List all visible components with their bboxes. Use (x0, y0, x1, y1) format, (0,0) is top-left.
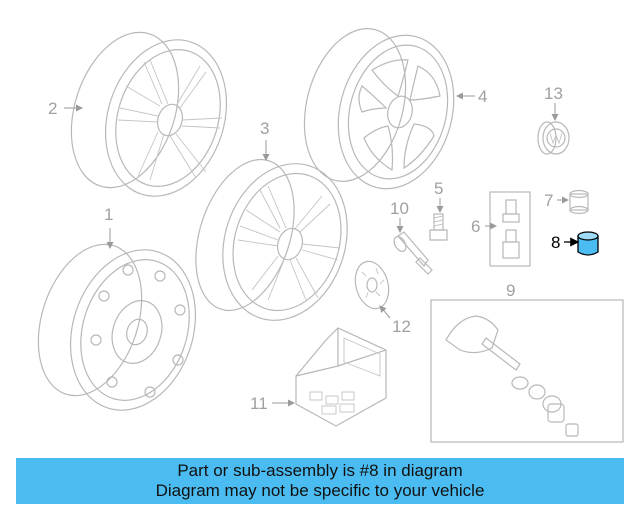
parts-diagram: 1 2 3 4 5 6 7 8 9 10 11 12 13 (37, 28, 624, 443)
callout-8: 8 (551, 233, 560, 252)
leader-lines (64, 92, 580, 407)
alloy-wheel-2 (70, 31, 228, 197)
caption-banner: Part or sub-assembly is #8 in diagram Di… (16, 458, 624, 504)
lug-bolt-5 (429, 213, 448, 241)
callout-13: 13 (544, 84, 563, 103)
callout-6: 6 (471, 217, 480, 236)
bolt-cap-7 (569, 189, 589, 215)
alloy-wheel-3 (195, 158, 348, 321)
steel-wheel-1 (37, 243, 197, 411)
tool-kit-case-11 (295, 327, 387, 427)
callout-5: 5 (434, 179, 443, 198)
callout-10: 10 (390, 199, 409, 218)
cap-8-highlighted[interactable] (577, 231, 599, 256)
caption-line-1: Part or sub-assembly is #8 in diagram (177, 461, 463, 480)
alloy-wheel-4 (303, 28, 455, 190)
valve-stem-10 (393, 231, 433, 275)
callout-12: 12 (392, 317, 411, 336)
callout-4: 4 (478, 87, 487, 106)
callout-1: 1 (104, 205, 113, 224)
callout-9: 9 (506, 281, 515, 300)
callout-7: 7 (544, 191, 553, 210)
caption-line-2: Diagram may not be specific to your vehi… (155, 481, 485, 500)
callout-2: 2 (48, 99, 57, 118)
callout-3: 3 (260, 119, 269, 138)
tpms-sensor-kit-9 (430, 299, 624, 443)
center-cap-13 (537, 121, 570, 155)
callout-11: 11 (250, 394, 268, 413)
lock-bolt-set-6 (489, 191, 531, 267)
valve-plate-12 (354, 260, 390, 310)
